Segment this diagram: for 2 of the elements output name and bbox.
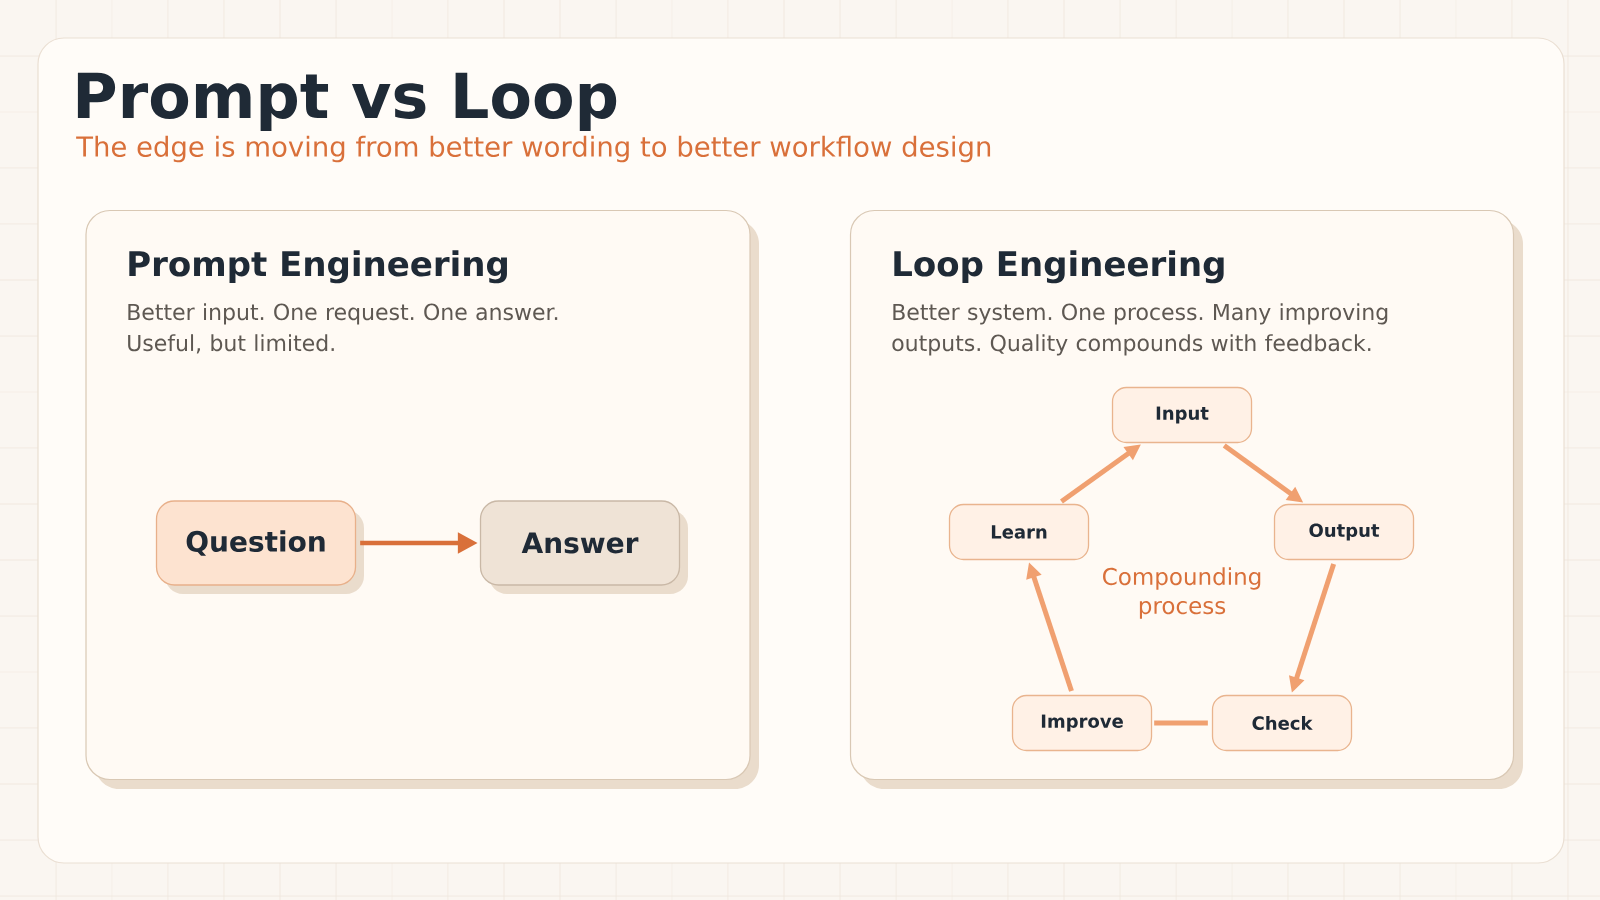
title: Prompt vs Loop [77, 72, 617, 131]
subtitle: The edge is moving from better wording to better workflow design [76, 135, 991, 163]
